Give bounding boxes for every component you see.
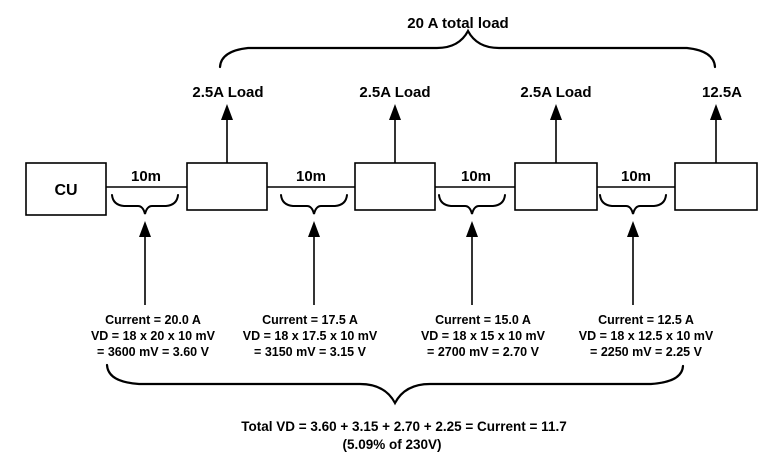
pointer-arrowhead-icon	[308, 221, 320, 237]
measure-brace	[280, 194, 348, 215]
measure-point-4	[599, 194, 667, 305]
junction-box-4	[674, 162, 758, 211]
calc-block-1: Current = 20.0 A VD = 18 x 20 x 10 mV = …	[91, 313, 216, 359]
junction-box-3	[514, 162, 598, 211]
load-label: 12.5A	[702, 84, 742, 101]
load-arrowhead-icon	[221, 104, 233, 120]
calc-line: Current = 15.0 A	[435, 313, 531, 327]
load-3: 2.5A Load	[520, 84, 592, 163]
pointer-arrowhead-icon	[627, 221, 639, 237]
measure-brace	[438, 194, 506, 215]
calc-line: VD = 18 x 15 x 10 mV	[421, 329, 546, 343]
wire-length-label-3: 10m	[461, 168, 491, 185]
load-1: 2.5A Load	[192, 84, 264, 163]
load-label: 2.5A Load	[192, 84, 263, 101]
calc-block-3: Current = 15.0 A VD = 18 x 15 x 10 mV = …	[421, 313, 546, 359]
calc-block-4: Current = 12.5 A VD = 18 x 12.5 x 10 mV …	[579, 313, 714, 359]
total-vd-percent: (5.09% of 230V)	[342, 437, 441, 452]
total-load-label: 20 A total load	[407, 15, 508, 32]
load-2: 2.5A Load	[359, 84, 431, 163]
measure-brace	[111, 194, 179, 215]
calc-line: Current = 12.5 A	[598, 313, 694, 327]
calc-line: = 3150 mV = 3.15 V	[254, 345, 367, 359]
measure-brace	[599, 194, 667, 215]
calc-block-2: Current = 17.5 A VD = 18 x 17.5 x 10 mV …	[243, 313, 378, 359]
calc-line: VD = 18 x 12.5 x 10 mV	[579, 329, 714, 343]
calc-line: VD = 18 x 17.5 x 10 mV	[243, 329, 378, 343]
wire-length-label-4: 10m	[621, 168, 651, 185]
load-label: 2.5A Load	[359, 84, 430, 101]
calc-line: VD = 18 x 20 x 10 mV	[91, 329, 216, 343]
cu-label: CU	[54, 182, 77, 199]
load-arrowhead-icon	[710, 104, 722, 120]
load-4: 12.5A	[702, 84, 742, 163]
wire-length-label-2: 10m	[296, 168, 326, 185]
calc-line: Current = 17.5 A	[262, 313, 358, 327]
wire-length-label-1: 10m	[131, 168, 161, 185]
measure-point-1	[111, 194, 179, 305]
measure-point-2	[280, 194, 348, 305]
total-vd-group: Total VD = 3.60 + 3.15 + 2.70 + 2.25 = C…	[105, 363, 685, 452]
bottom-brace	[105, 363, 685, 406]
top-brace	[218, 28, 717, 69]
load-label: 2.5A Load	[520, 84, 591, 101]
cu-box	[25, 162, 107, 216]
calc-line: Current = 20.0 A	[105, 313, 201, 327]
load-arrowhead-icon	[389, 104, 401, 120]
calc-line: = 2700 mV = 2.70 V	[427, 345, 540, 359]
measure-point-3	[438, 194, 506, 305]
pointer-arrowhead-icon	[139, 221, 151, 237]
calc-line: = 2250 mV = 2.25 V	[590, 345, 703, 359]
calc-line: = 3600 mV = 3.60 V	[97, 345, 210, 359]
total-load-group: 20 A total load	[218, 15, 717, 69]
pointer-arrowhead-icon	[466, 221, 478, 237]
total-vd-text: Total VD = 3.60 + 3.15 + 2.70 + 2.25 = C…	[241, 419, 566, 434]
load-arrowhead-icon	[550, 104, 562, 120]
junction-box-1	[186, 162, 268, 211]
circuit-row: CU 10m 10m 10m 10m	[25, 162, 758, 216]
junction-box-2	[354, 162, 436, 211]
